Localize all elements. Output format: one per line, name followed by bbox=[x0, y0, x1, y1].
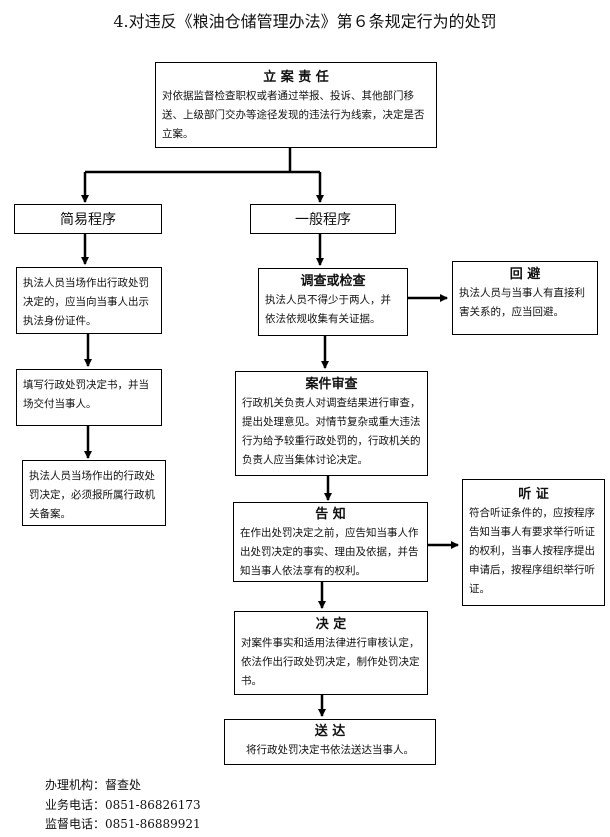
node-jianyi: 简易程序 bbox=[14, 204, 162, 234]
node-lian-body: 对依据监督检查职权或者通过举报、投诉、其他部门移送、上级部门交办等途径发现的违法… bbox=[162, 90, 425, 140]
node-huibi-body: 执法人员与当事人有直接利害关系的，应当回避。 bbox=[459, 287, 585, 318]
node-tingzheng-head: 听 证 bbox=[518, 487, 549, 502]
node-huibi-head: 回 避 bbox=[509, 267, 541, 282]
node-shencha-body: 行政机关负责人对调查结果进行审查，提出处理意见。对情节复杂或重大违法行为给予较重… bbox=[242, 397, 421, 466]
node-lian-head: 立 案 责 任 bbox=[263, 70, 329, 85]
node-tingzheng-body: 符合听证条件的，应按程序告知当事人有要求举行听证的权利，当事人按程序提出申请后，… bbox=[469, 507, 595, 595]
node-shencha-head: 案件审查 bbox=[305, 377, 358, 392]
node-yiban-head: 一般程序 bbox=[295, 212, 351, 228]
node-tingzheng: 听 证 符合听证条件的，应按程序告知当事人有要求举行听证的权利，当事人按程序提出… bbox=[462, 479, 605, 606]
node-yiban: 一般程序 bbox=[250, 204, 396, 234]
node-jianyi2: 填写行政处罚决定书，并当场交付当事人。 bbox=[16, 369, 162, 426]
footer-business-phone: 业务电话：0851-86826173 bbox=[45, 798, 201, 812]
node-songda-head: 送 达 bbox=[314, 724, 346, 739]
node-jueding-body: 对案件事实和适用法律进行审核认定，依法作出行政处罚决定，制作处罚决定书。 bbox=[241, 637, 420, 687]
node-jianyi1-body: 执法人员当场作出行政处罚决定的，应当向当事人出示执法身份证件。 bbox=[23, 277, 149, 327]
node-gaozhi: 告 知 在作出处罚决定之前，应告知当事人作出处罚决定的事实、理由及依据，并告知当… bbox=[233, 502, 428, 582]
node-jianyi3: 执法人员当场作出的行政处罚决定，必须报所属行政机关备案。 bbox=[22, 460, 166, 526]
node-lian: 立 案 责 任 对依据监督检查职权或者通过举报、投诉、其他部门移送、上级部门交办… bbox=[155, 62, 437, 148]
node-diaocha-head: 调查或检查 bbox=[300, 274, 366, 289]
node-huibi: 回 避 执法人员与当事人有直接利害关系的，应当回避。 bbox=[452, 261, 598, 335]
footer-office: 办理机构：督查处 bbox=[45, 778, 142, 792]
node-jianyi-head: 简易程序 bbox=[60, 212, 116, 228]
node-shencha: 案件审查 行政机关负责人对调查结果进行审查，提出处理意见。对情节复杂或重大违法行… bbox=[235, 371, 428, 476]
node-jianyi1: 执法人员当场作出行政处罚决定的，应当向当事人出示执法身份证件。 bbox=[16, 267, 162, 334]
node-jianyi2-body: 填写行政处罚决定书，并当场交付当事人。 bbox=[23, 379, 149, 410]
node-songda-body: 将行政处罚决定书依法送达当事人。 bbox=[246, 744, 414, 756]
node-jianyi3-body: 执法人员当场作出的行政处罚决定，必须报所属行政机关备案。 bbox=[29, 470, 155, 520]
node-jueding: 决 定 对案件事实和适用法律进行审核认定，依法作出行政处罚决定，制作处罚决定书。 bbox=[234, 611, 428, 695]
node-diaocha-body: 执法人员不得少于两人，并依法依规收集有关证据。 bbox=[265, 294, 391, 325]
node-jueding-head: 决 定 bbox=[315, 617, 347, 632]
node-songda: 送 达 将行政处罚决定书依法送达当事人。 bbox=[224, 719, 436, 765]
page-title: 4.对违反《粮油仓储管理办法》第６条规定行为的处罚 bbox=[113, 12, 497, 31]
node-gaozhi-body: 在作出处罚决定之前，应告知当事人作出处罚决定的事实、理由及依据，并告知当事人依法… bbox=[240, 527, 419, 577]
node-diaocha: 调查或检查 执法人员不得少于两人，并依法依规收集有关证据。 bbox=[258, 268, 408, 336]
footer-supervise-phone: 监督电话：0851-86889921 bbox=[45, 817, 201, 831]
node-gaozhi-head: 告 知 bbox=[315, 507, 346, 522]
